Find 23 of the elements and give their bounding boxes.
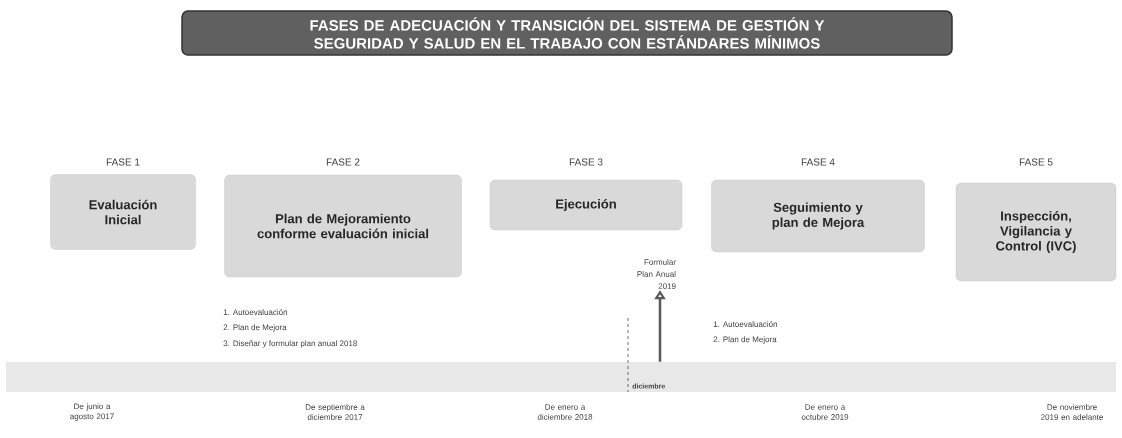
phase-label: FASE 2 [326,158,360,166]
list-item: 2. Plan de Mejora [713,336,777,344]
list-item: 1. Autoevaluación [713,321,777,327]
phase-box: Plan de Mejoramiento conforme evaluación inicial [224,174,462,278]
phase-label: FASE 1 [106,158,140,166]
list-item: 3. Diseñar y formular plan anual 2018 [223,340,357,348]
date-range: De noviembre 2019 en adelante [1041,404,1103,420]
date-range: De enero a octubre 2019 [801,404,849,420]
list-item: 1. Autoevaluación [223,309,288,315]
phase-box: Inspección, Vigilancia y Control (IVC) [955,182,1117,282]
date-range: De enero a diciembre 2018 [537,404,593,420]
phase-box: Ejecución [489,179,683,231]
phase-box: Evaluación Inicial [50,174,196,250]
date-range: De septiembre a diciembre 2017 [305,404,365,420]
timeline-band [6,362,1116,392]
phase-box: Seguimiento y plan de Mejora [711,179,925,253]
list-item: 2. Plan de Mejora [223,324,287,332]
phase-label: FASE 5 [1019,158,1053,166]
phase-label: FASE 4 [801,158,835,166]
phase-label: FASE 3 [569,158,603,166]
title-banner: FASES DE ADECUACIÓN Y TRANSICIÓN DEL SISTEMA DE GESTIÓN Y SEGURIDAD Y SALUD EN EL TRABAJO CON ESTÁNDARES MÍNIMOS [181,10,953,56]
note-text: Formular Plan Anual 2019 [637,259,676,289]
date-range: De junio a agosto 2017 [70,403,114,421]
